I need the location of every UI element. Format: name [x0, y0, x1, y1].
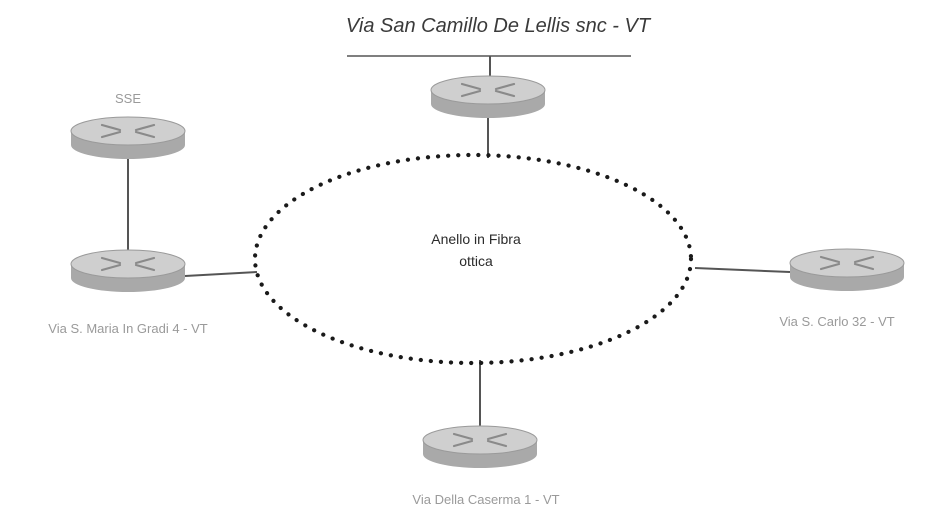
router-icon-maria [69, 248, 187, 294]
node-label-caserma: Via Della Caserma 1 - VT [412, 492, 559, 507]
link-maria-ring [184, 271, 258, 277]
links [127, 56, 791, 426]
fiber-ring [252, 152, 694, 366]
ring-label-line1: Anello in Fibra [431, 231, 521, 247]
router-icon-caserma [421, 424, 539, 470]
node-label-carlo: Via S. Carlo 32 - VT [779, 314, 894, 329]
link-carlo-ring [694, 267, 791, 273]
node-label-sse: SSE [115, 91, 141, 106]
node-label-maria: Via S. Maria In Gradi 4 - VT [48, 321, 207, 336]
router-icon-sse [69, 115, 187, 161]
ring-label-line2: ottica [459, 253, 493, 269]
router-icon-top [429, 74, 547, 120]
diagram-title: Via San Camillo De Lellis snc - VT [346, 15, 652, 37]
router-icon-carlo [788, 247, 906, 293]
